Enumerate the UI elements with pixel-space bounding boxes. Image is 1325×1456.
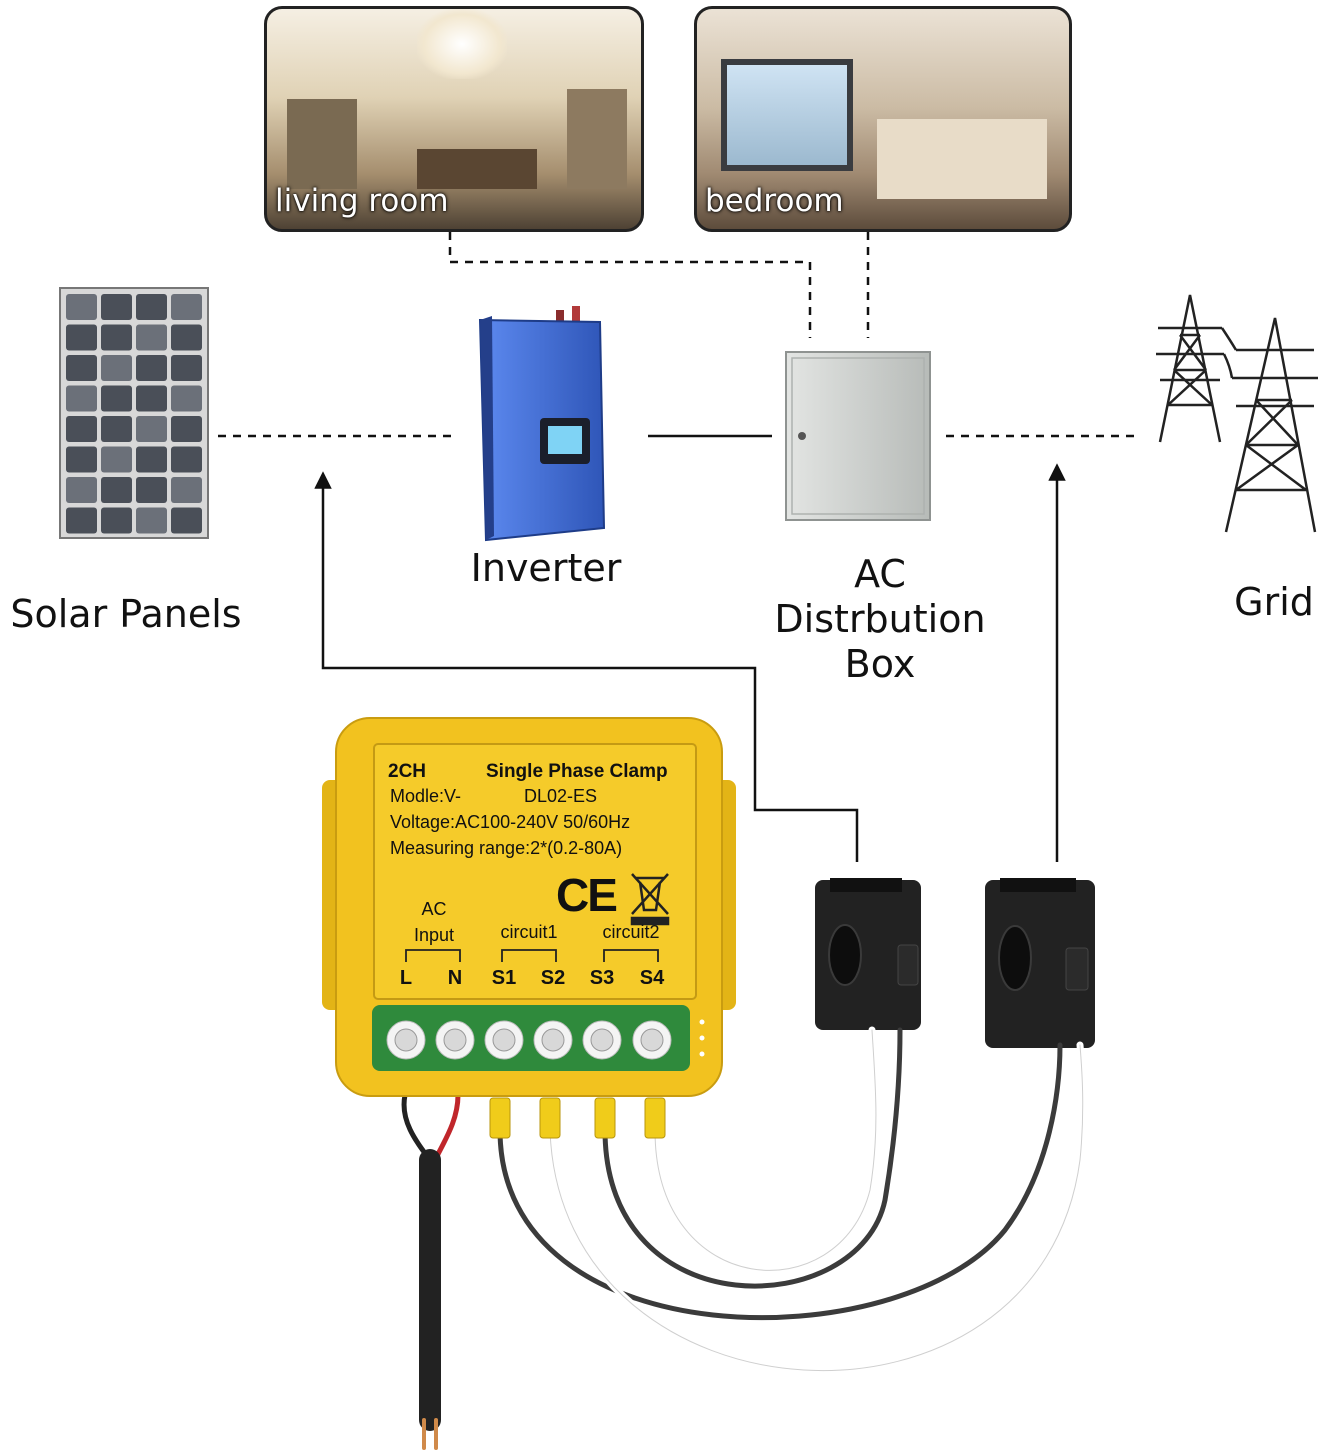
wire-ferrule xyxy=(489,1097,511,1139)
device-type: Single Phase Clamp xyxy=(486,761,668,782)
solar-cell xyxy=(171,477,202,503)
group-ac-input: AC Input xyxy=(392,896,476,948)
solar-cell xyxy=(66,385,97,412)
ac-box-image xyxy=(785,351,931,521)
terminal-label-s1: S1 xyxy=(491,967,517,989)
terminal-screw-head xyxy=(443,1028,467,1052)
device-model-value: DL02-ES xyxy=(524,786,598,806)
bedroom-caption: bedroom xyxy=(705,183,844,219)
terminal-screw-head xyxy=(541,1028,565,1052)
terminal-label-s4: S4 xyxy=(639,967,665,989)
solar-cell xyxy=(101,477,132,503)
solar-cell xyxy=(136,507,167,534)
ce-mark: CE xyxy=(556,869,618,921)
device-range: Measuring range:2*(0.2-80A) xyxy=(390,838,623,858)
solar-panels-label: Solar Panels xyxy=(10,592,242,636)
solar-cell xyxy=(101,416,132,442)
clamp1-measure-arrow xyxy=(314,471,859,862)
solar-cell xyxy=(66,507,97,534)
energy-meter-device xyxy=(322,717,736,1139)
wire-ferrule xyxy=(644,1097,666,1139)
cable-s3 xyxy=(602,1027,903,1289)
solar-cell xyxy=(136,294,167,320)
solar-cell xyxy=(101,507,132,534)
connections xyxy=(218,232,1140,862)
ac-box-label-line3: Box xyxy=(844,642,916,686)
solar-cell xyxy=(171,355,202,381)
cables xyxy=(401,1026,1087,1450)
group-circuit2: circuit2 xyxy=(602,922,660,942)
cable-power-red xyxy=(432,1092,461,1163)
clamp-sensor-2 xyxy=(985,878,1095,1048)
solar-cell xyxy=(171,294,202,320)
solar-cell xyxy=(136,416,167,442)
device-channels: 2CH xyxy=(388,761,427,782)
solar-cell xyxy=(136,477,167,503)
living-room-caption: living room xyxy=(275,183,449,219)
device-model-label: Modle:V- xyxy=(390,786,462,806)
group-circuit1: circuit1 xyxy=(500,922,558,942)
cable-s2-edge xyxy=(549,1044,1084,1371)
solar-cell xyxy=(136,355,167,381)
solar-cell xyxy=(66,477,97,503)
solar-cell xyxy=(171,416,202,442)
wire-ferrule xyxy=(539,1097,561,1139)
device-voltage: Voltage:AC100-240V 50/60Hz xyxy=(390,812,631,832)
ac-box-label: AC Distrbution Box xyxy=(740,552,1020,687)
inverter-image xyxy=(478,306,606,542)
living-room-photo: living room xyxy=(264,6,644,232)
solar-cell xyxy=(101,355,132,381)
solar-cell xyxy=(101,385,132,412)
clamp-sensor-1 xyxy=(815,878,921,1030)
solar-cell xyxy=(136,324,167,351)
living-room-feed-line xyxy=(448,232,812,338)
solar-cell xyxy=(66,294,97,320)
inverter-label: Inverter xyxy=(470,546,622,590)
solar-cell xyxy=(66,446,97,473)
terminal-label-l: L xyxy=(399,967,413,989)
solar-cell xyxy=(171,446,202,473)
cable-s1 xyxy=(497,1042,1063,1321)
solar-cell xyxy=(66,416,97,442)
solar-cell xyxy=(101,294,132,320)
grid-tower-image xyxy=(1156,294,1318,533)
terminal-screw-head xyxy=(590,1028,614,1052)
solar-cell xyxy=(171,324,202,351)
solar-cell xyxy=(171,507,202,534)
group-brackets xyxy=(405,949,659,962)
weee-icon xyxy=(630,873,670,926)
bedroom-photo: bedroom xyxy=(694,6,1072,232)
terminal-screw-head xyxy=(640,1028,664,1052)
solar-panel-image xyxy=(59,287,209,539)
solar-cell xyxy=(66,324,97,351)
grid-label: Grid xyxy=(1234,580,1314,624)
terminal-label-s3: S3 xyxy=(589,967,615,989)
solar-cell xyxy=(136,385,167,412)
solar-cell xyxy=(101,324,132,351)
group-ac-line1: AC xyxy=(421,899,447,919)
terminal-label-s2: S2 xyxy=(540,967,566,989)
terminal-label-n: N xyxy=(447,967,463,989)
ac-box-label-line1: AC xyxy=(854,552,906,596)
solar-cell xyxy=(171,385,202,412)
terminal-screw-head xyxy=(492,1028,516,1052)
cable-s4-edge xyxy=(654,1029,877,1271)
group-ac-line2: Input xyxy=(413,925,455,945)
solar-cell xyxy=(66,355,97,381)
solar-cell xyxy=(136,446,167,473)
wire-ferrule xyxy=(594,1097,616,1139)
ac-box-label-line2: Distrbution xyxy=(774,597,986,641)
solar-cell xyxy=(101,446,132,473)
terminal-screw-head xyxy=(394,1028,418,1052)
